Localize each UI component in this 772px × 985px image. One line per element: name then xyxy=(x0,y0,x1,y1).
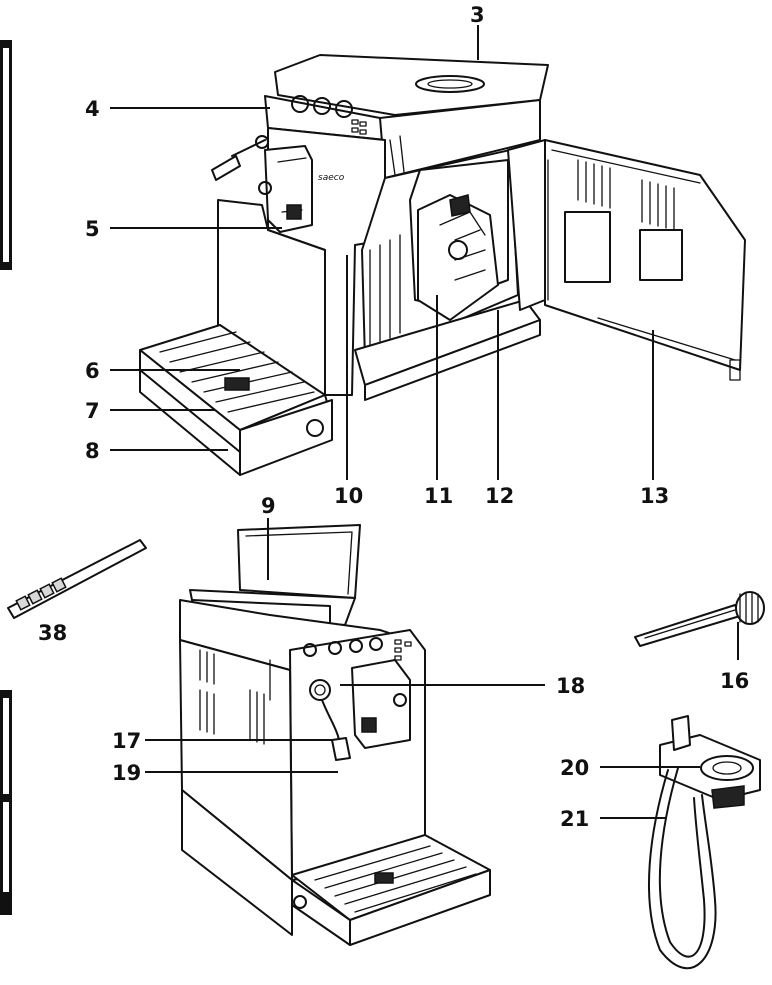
edge-tab-bottom xyxy=(0,690,12,915)
callout-9: 9 xyxy=(261,494,276,518)
leaders-top xyxy=(110,25,654,480)
callout-labels: 3 4 5 6 7 8 10 11 12 13 9 38 16 18 17 19… xyxy=(38,3,749,831)
callout-19: 19 xyxy=(112,761,141,785)
brand-logo: saeco xyxy=(318,173,345,183)
callout-18: 18 xyxy=(556,674,585,698)
callout-6: 6 xyxy=(85,359,100,383)
grinder-adjustment-key xyxy=(634,591,765,647)
callout-10: 10 xyxy=(334,484,363,508)
callout-5: 5 xyxy=(85,217,100,241)
callout-13: 13 xyxy=(640,484,669,508)
machine-open-view: saeco xyxy=(139,54,746,476)
callout-21: 21 xyxy=(560,807,589,831)
water-hardness-test-strip xyxy=(7,539,147,619)
callout-4: 4 xyxy=(85,97,100,121)
milk-tube-assembly xyxy=(648,715,761,970)
callout-38: 38 xyxy=(38,621,67,645)
callout-17: 17 xyxy=(112,729,141,753)
callout-12: 12 xyxy=(485,484,514,508)
callout-16: 16 xyxy=(720,669,749,693)
callout-7: 7 xyxy=(85,399,100,423)
callout-11: 11 xyxy=(424,484,453,508)
callout-20: 20 xyxy=(560,756,589,780)
callout-8: 8 xyxy=(85,439,100,463)
callout-3: 3 xyxy=(470,3,485,27)
edge-tab-top xyxy=(0,40,12,270)
machine-front-view xyxy=(179,524,491,946)
svg-text:saeco: saeco xyxy=(318,173,345,183)
leaders-bottom xyxy=(145,518,739,819)
